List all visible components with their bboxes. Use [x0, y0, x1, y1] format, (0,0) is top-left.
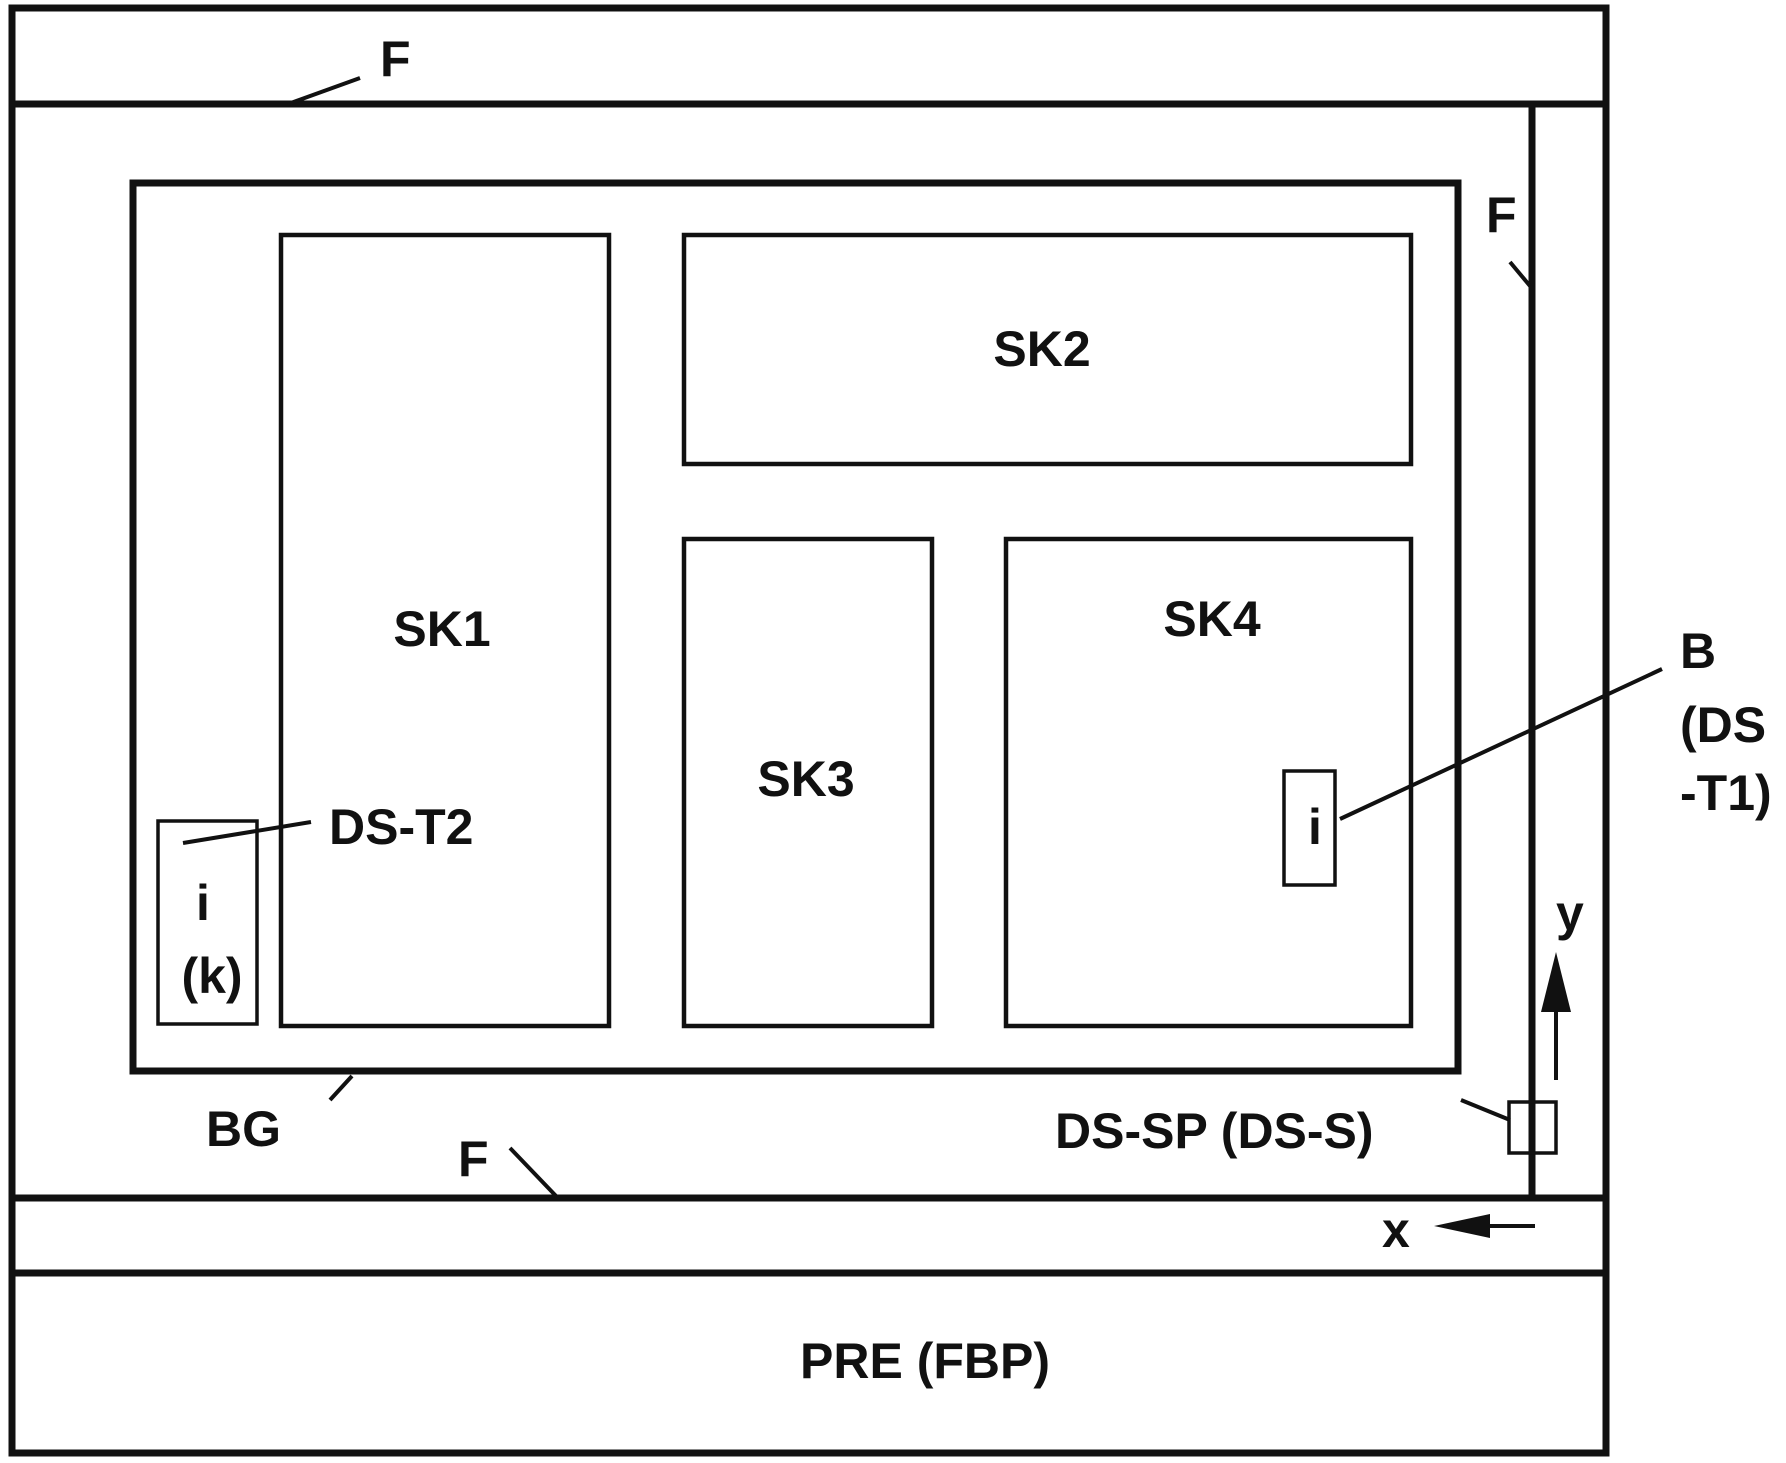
bg-label: BG	[206, 1101, 281, 1157]
ds-t2-label: DS-T2	[329, 799, 473, 855]
f-bottom-label: F	[458, 1131, 489, 1187]
info-i-right: i	[1308, 799, 1322, 855]
sk4-label: SK4	[1163, 591, 1260, 647]
b-leader	[1340, 669, 1662, 819]
outer-frame	[12, 8, 1606, 1453]
sk2-label: SK2	[993, 321, 1090, 377]
f-right-label: F	[1486, 187, 1517, 243]
f-top-label: F	[380, 31, 411, 87]
ds-sp-label: DS-SP (DS-S)	[1055, 1103, 1374, 1159]
ds-sp-leader	[1461, 1100, 1510, 1120]
sk3-label: SK3	[757, 751, 854, 807]
axis-y-label: y	[1556, 885, 1584, 941]
b-label-line3: -T1)	[1680, 765, 1772, 821]
info-i-left: i	[196, 875, 210, 931]
sk1-label: SK1	[393, 601, 490, 657]
y-axis-arrowhead	[1541, 952, 1571, 1012]
b-label-line1: B	[1680, 623, 1716, 679]
f-right-leader	[1510, 262, 1530, 286]
b-label-line2: (DS	[1680, 697, 1766, 753]
f-bottom-leader	[510, 1148, 556, 1196]
pre-label: PRE (FBP)	[800, 1333, 1050, 1389]
ds-t2-leader	[183, 822, 311, 843]
f-top-leader	[288, 78, 360, 104]
bg-leader	[330, 1076, 352, 1100]
axis-x-label: x	[1382, 1202, 1410, 1258]
x-axis-arrowhead	[1434, 1214, 1490, 1238]
info-k-left: (k)	[181, 948, 242, 1004]
